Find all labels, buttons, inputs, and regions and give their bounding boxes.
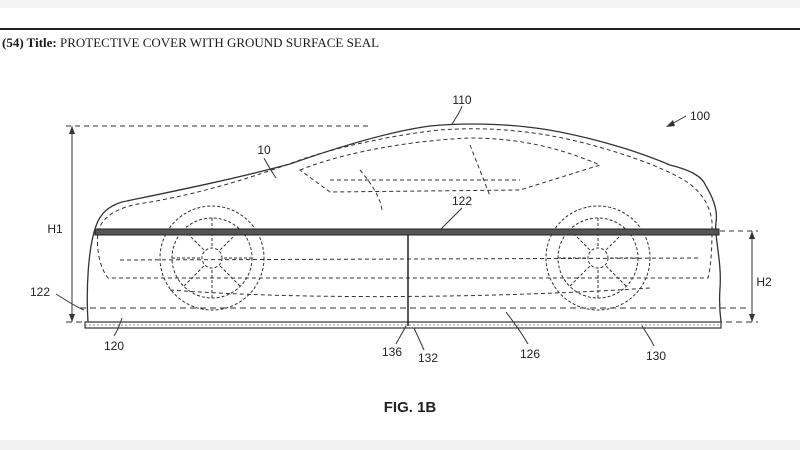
label-132: 132 [418, 351, 438, 365]
label-h1: H1 [47, 222, 63, 236]
label-10: 10 [257, 143, 271, 157]
label-110: 110 [452, 93, 471, 107]
seal-band [94, 228, 720, 236]
label-136: 136 [382, 345, 402, 359]
bottom-strip [0, 440, 800, 450]
patent-title: (54) Title: PROTECTIVE COVER WITH GROUND… [2, 35, 379, 51]
h1-dimension [66, 125, 372, 322]
label-122-left: 122 [30, 285, 50, 299]
h2-dimension [720, 230, 758, 322]
label-h2: H2 [756, 275, 772, 289]
ground-surface [84, 321, 722, 329]
title-text: PROTECTIVE COVER WITH GROUND SURFACE SEA… [60, 35, 380, 50]
leader-lines [55, 105, 687, 351]
label-130: 130 [646, 349, 666, 363]
label-122-center: 122 [452, 194, 472, 208]
protective-cover-outline [86, 123, 722, 323]
figure-caption: FIG. 1B [384, 399, 437, 416]
header-rule [0, 28, 800, 30]
vehicle-dashed [97, 128, 713, 298]
title-prefix: (54) Title: [2, 35, 57, 50]
label-100: 100 [690, 109, 710, 123]
label-120: 120 [104, 339, 124, 353]
top-strip [0, 0, 800, 8]
label-126: 126 [520, 347, 540, 361]
